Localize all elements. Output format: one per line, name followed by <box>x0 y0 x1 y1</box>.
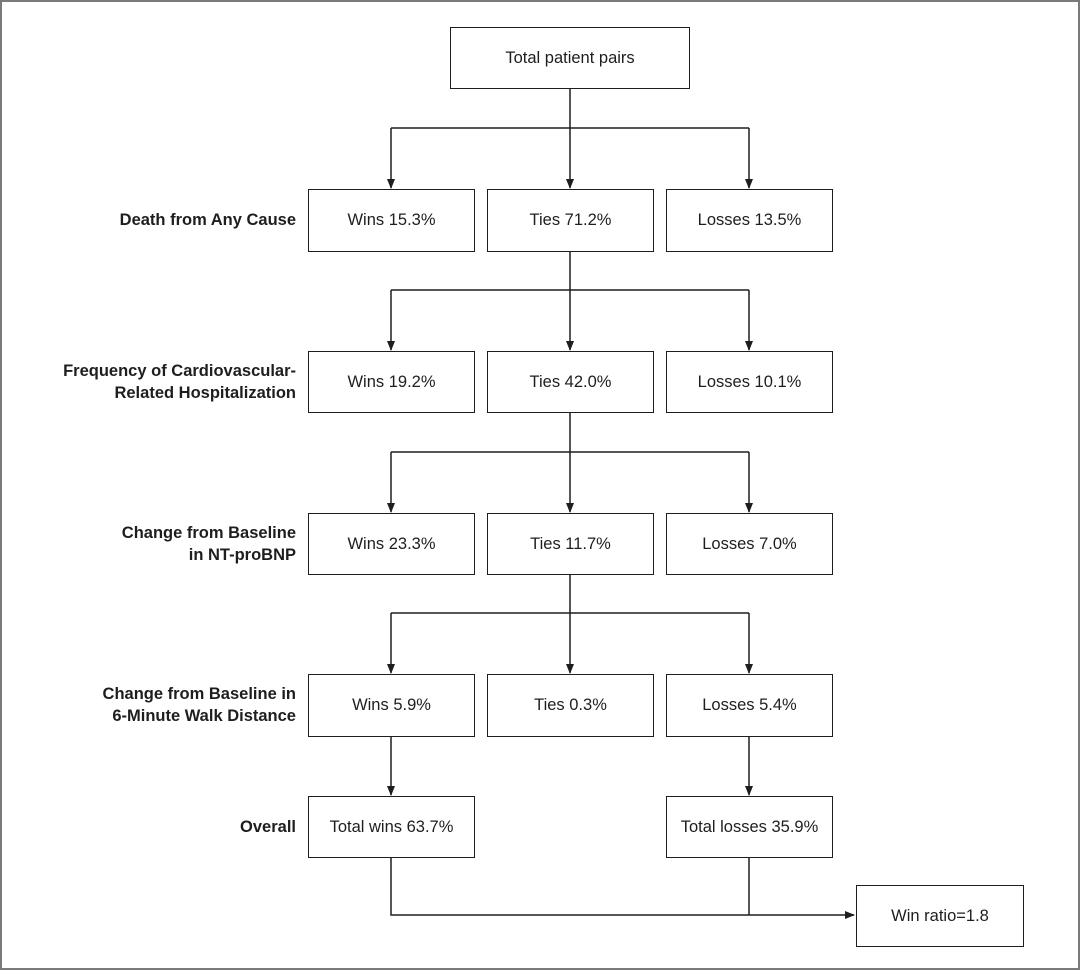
branch-level-2 <box>391 413 749 453</box>
level-3-wins-box: Wins 23.3% <box>308 513 475 575</box>
level-1-label-line-1: Death from Any Cause <box>119 211 296 229</box>
level-4-ties-box: Ties 0.3% <box>487 674 654 737</box>
total-losses-box: Total losses 35.9% <box>666 796 833 858</box>
level-2-wins-box: Wins 19.2% <box>308 351 475 413</box>
level-4-losses-box: Losses 5.4% <box>666 674 833 737</box>
level-4-losses-text: Losses 5.4% <box>702 696 797 714</box>
level-1-ties-box: Ties 71.2% <box>487 189 654 252</box>
level-2-wins-text: Wins 19.2% <box>347 372 436 391</box>
overall-label: Overall <box>240 816 296 838</box>
total-wins-box: Total wins 63.7% <box>308 796 475 858</box>
level-4-label-line-2: 6-Minute Walk Distance <box>112 707 296 725</box>
branch-level-1 <box>391 252 749 291</box>
level-2-label: Frequency of Cardiovascular- Related Hos… <box>63 360 296 404</box>
level-3-label: Change from Baseline in NT-proBNP <box>122 522 296 566</box>
level-2-ties-box: Ties 42.0% <box>487 351 654 413</box>
level-2-label-line-1: Frequency of Cardiovascular- <box>63 362 296 380</box>
level-4-ties-text: Ties 0.3% <box>534 696 607 714</box>
level-3-label-line-2: in NT-proBNP <box>188 546 296 564</box>
level-3-ties-box: Ties 11.7% <box>487 513 654 575</box>
level-3-label-line-1: Change from Baseline <box>121 524 296 542</box>
win-ratio-text: Win ratio=1.8 <box>891 906 989 925</box>
level-4-label-line-1: Change from Baseline in <box>102 685 296 703</box>
level-3-ties-text: Ties 11.7% <box>530 534 611 553</box>
level-2-label-line-2: Related Hospitalization <box>114 384 296 402</box>
level-1-wins-box: Wins 15.3% <box>308 189 475 252</box>
root-text: Total patient pairs <box>505 48 635 67</box>
level-1-losses-box: Losses 13.5% <box>666 189 833 252</box>
level-4-label: Change from Baseline in 6-Minute Walk Di… <box>103 683 296 727</box>
level-3-losses-text: Losses 7.0% <box>702 534 797 553</box>
level-2-losses-text: Losses 10.1% <box>697 372 802 391</box>
branch-root <box>391 89 749 129</box>
win-ratio-box: Win ratio=1.8 <box>856 885 1024 947</box>
level-2-ties-text: Ties 42.0% <box>529 372 612 391</box>
level-1-wins-text: Wins 15.3% <box>347 211 436 229</box>
total-losses-text: Total losses 35.9% <box>680 817 819 836</box>
branch-level-3 <box>391 575 749 614</box>
root-box: Total patient pairs <box>450 27 690 89</box>
level-3-wins-text: Wins 23.3% <box>347 534 436 553</box>
level-3-losses-box: Losses 7.0% <box>666 513 833 575</box>
total-wins-text: Total wins 63.7% <box>329 817 454 836</box>
level-2-losses-box: Losses 10.1% <box>666 351 833 413</box>
overall-label-text: Overall <box>240 818 296 836</box>
branch-overall <box>390 858 750 916</box>
level-1-losses-text: Losses 13.5% <box>697 211 802 229</box>
level-1-ties-text: Ties 71.2% <box>529 211 612 229</box>
level-4-wins-box: Wins 5.9% <box>308 674 475 737</box>
level-1-label: Death from Any Cause <box>120 209 296 231</box>
level-4-wins-text: Wins 5.9% <box>352 696 431 714</box>
